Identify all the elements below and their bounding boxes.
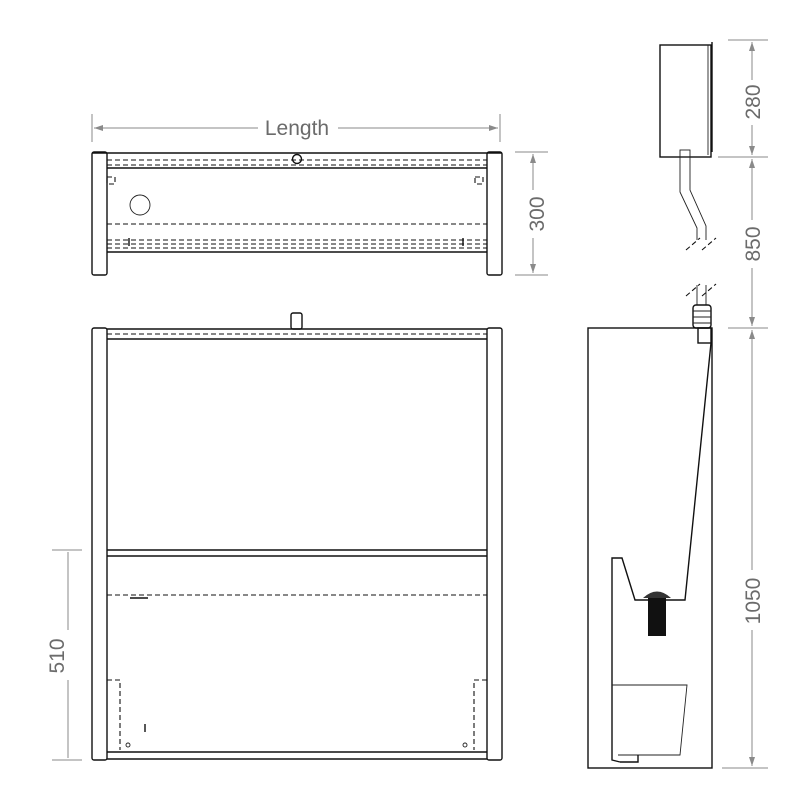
inlet-hole-icon — [291, 153, 303, 165]
front-height-dimension: 510 — [46, 549, 82, 761]
front-view — [91, 312, 503, 761]
length-label: Length — [265, 117, 329, 140]
unit-height-label: 1050 — [742, 578, 765, 625]
length-dimension: Length — [91, 114, 501, 142]
depth-label: 300 — [526, 196, 549, 231]
outlet-hole-icon — [129, 194, 151, 216]
pipe-height-label: 850 — [742, 226, 765, 261]
side-view — [587, 42, 717, 769]
side-dimensions: 280 850 1050 — [718, 39, 768, 769]
front-height-label: 510 — [46, 638, 69, 673]
depth-dimension: 300 — [515, 151, 549, 276]
tank-height-label: 280 — [742, 84, 765, 119]
top-view — [91, 151, 503, 276]
drain-trap-icon — [648, 596, 666, 636]
